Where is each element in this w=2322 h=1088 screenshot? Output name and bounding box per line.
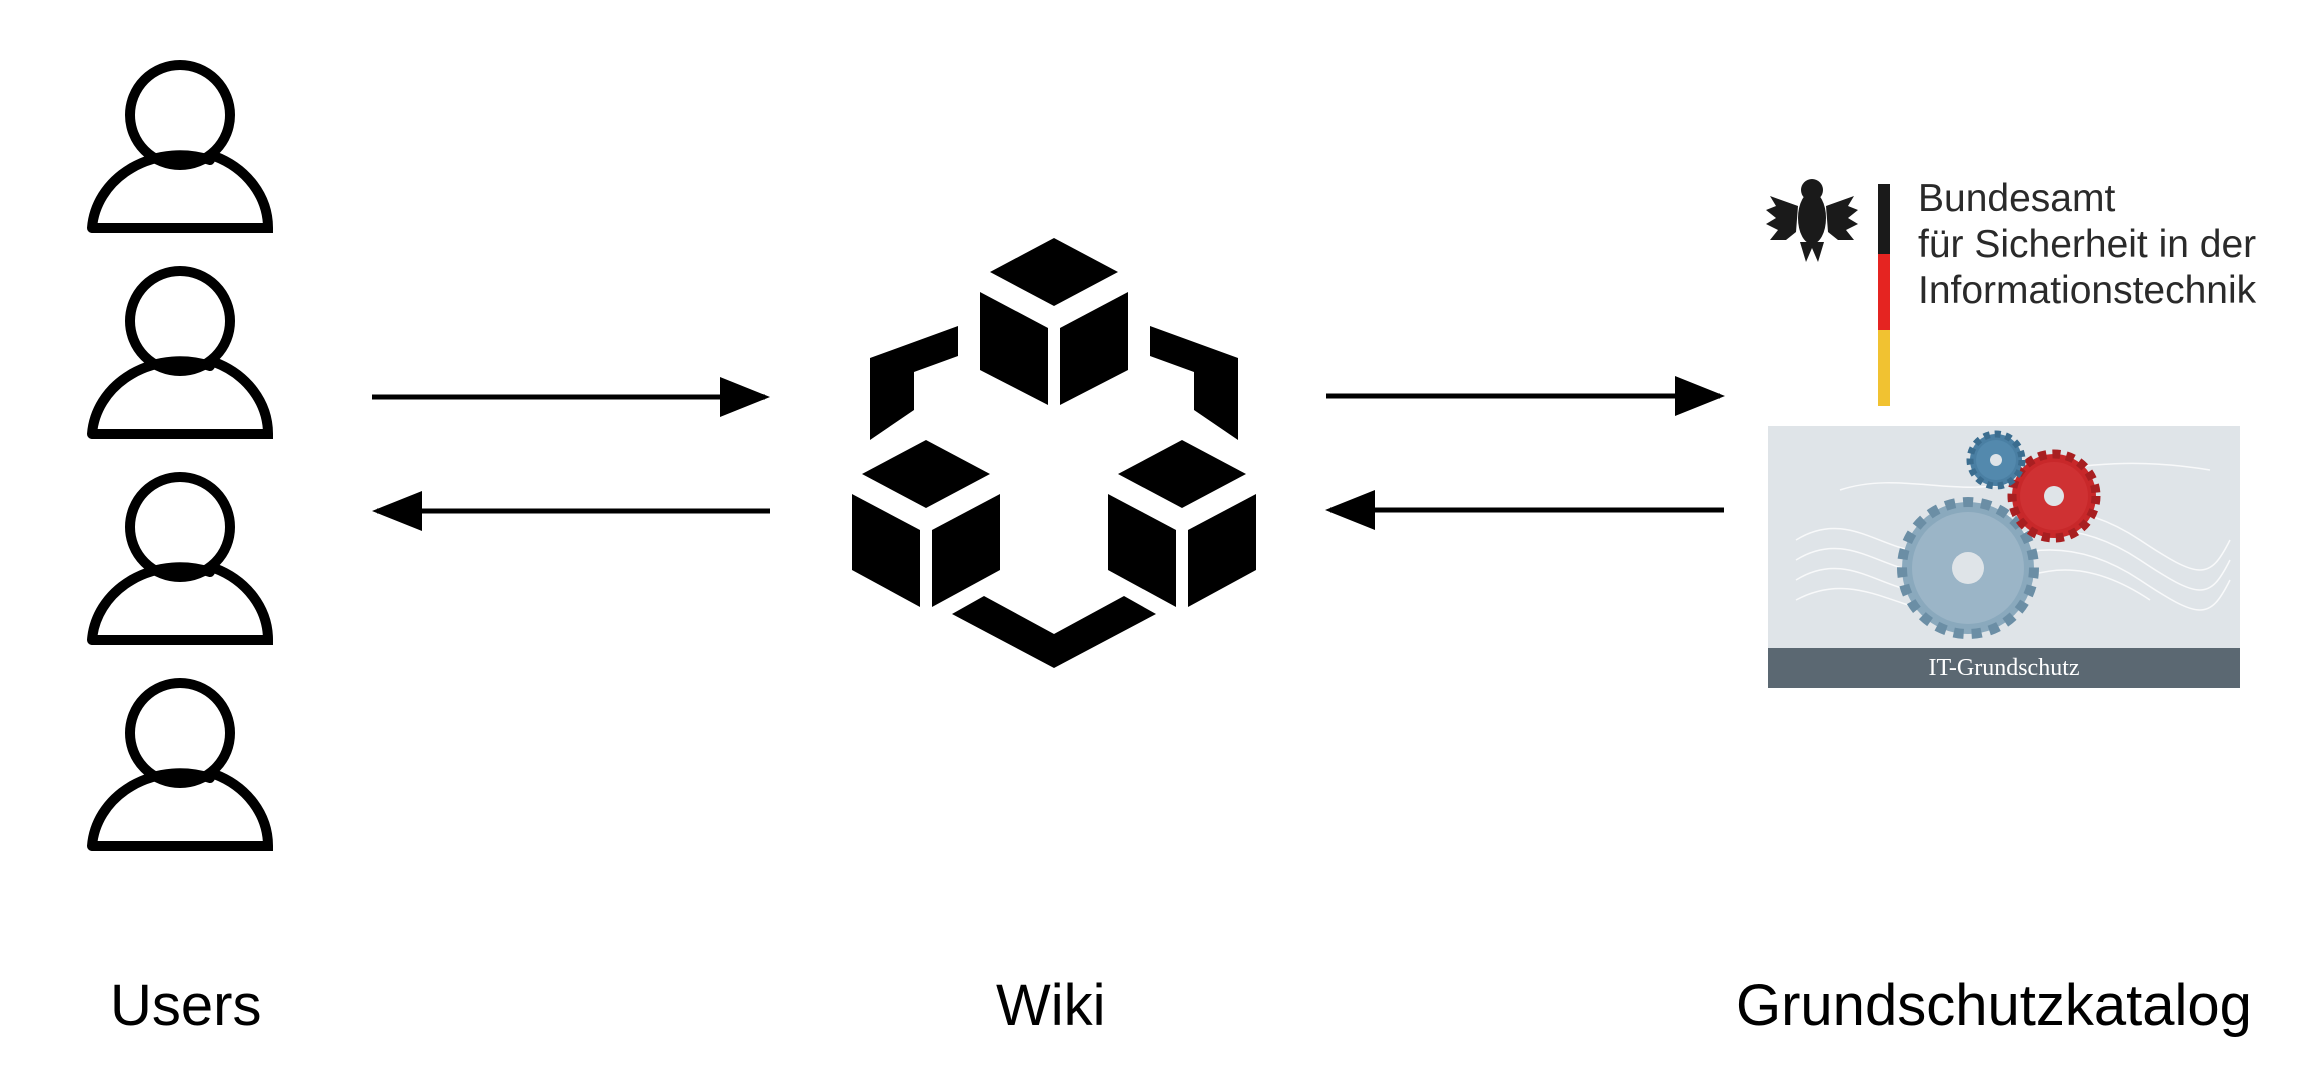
gear-small bbox=[1966, 430, 2026, 490]
person-icon bbox=[87, 472, 274, 645]
wiki-label: Wiki bbox=[996, 973, 1106, 1038]
gear-red bbox=[2007, 449, 2101, 543]
bsi-name-line-2: für Sicherheit in der bbox=[1918, 223, 2257, 266]
users-label: Users bbox=[110, 973, 262, 1038]
it-grundschutz-caption: IT-Grundschutz bbox=[1768, 648, 2240, 688]
it-grundschutz-image bbox=[1768, 426, 2240, 648]
users-group bbox=[87, 60, 274, 851]
flag-bar-black bbox=[1878, 184, 1890, 254]
person-icon bbox=[87, 60, 274, 233]
bsi-name-line-1: Bundesamt bbox=[1918, 177, 2116, 220]
flag-bar-red bbox=[1878, 254, 1890, 330]
wiki-logo-icon bbox=[852, 238, 1256, 668]
federal-eagle-icon bbox=[1766, 179, 1858, 262]
flag-bar-gold bbox=[1878, 330, 1890, 406]
grundschutzkatalog-label: Grundschutzkatalog bbox=[1736, 973, 2252, 1038]
gear-large bbox=[1897, 497, 2039, 639]
person-icon bbox=[87, 678, 274, 851]
bsi-name-line-3: Informationstechnik bbox=[1918, 269, 2257, 312]
person-icon bbox=[87, 266, 274, 439]
